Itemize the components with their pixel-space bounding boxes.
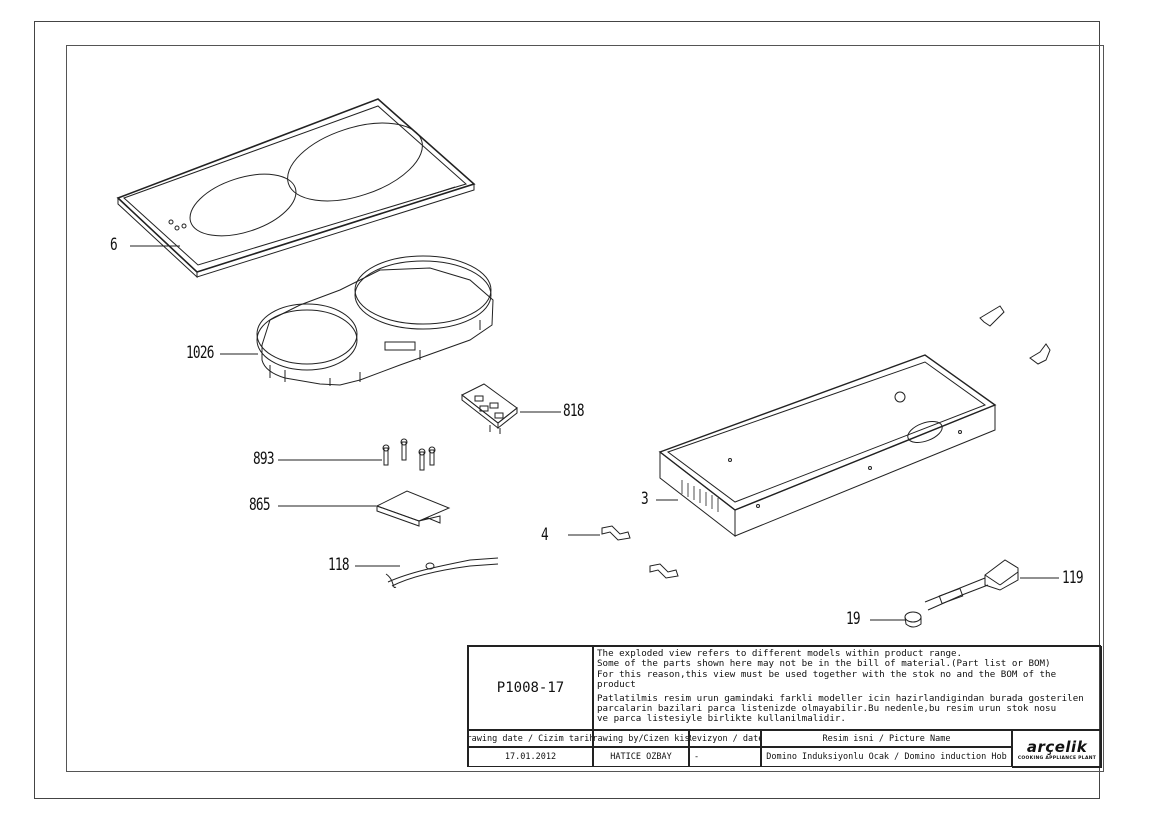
callout-1026: 1026 — [186, 343, 214, 363]
callout-19: 19 — [846, 609, 861, 629]
header-drawing-date: Drawing date / Cizim tarihi — [468, 730, 593, 747]
drawing-code: P1008-17 — [468, 646, 593, 730]
note-turkish: Patlatilmis resim urun gamindaki farkli … — [597, 692, 1084, 725]
part-1026-coil-assembly — [256, 255, 494, 386]
logo-subtitle: COOKING APPLIANCE PLANT — [1017, 755, 1097, 761]
value-picture-name: Domino Induksiyonlu Ocak / Domino induct… — [761, 747, 1012, 767]
logo-wordmark: arçelik — [1026, 737, 1088, 756]
part-19-grommet — [904, 611, 922, 628]
header-revision: Revizyon / date — [689, 730, 761, 747]
part-3-bottom-casing — [658, 354, 997, 538]
header-picture-name: Resim isni / Picture Name — [761, 730, 1012, 747]
arcelik-logo: arçelik COOKING APPLIANCE PLANT — [1012, 730, 1102, 768]
part-893-spacers — [382, 438, 436, 471]
part-118-cable — [385, 557, 499, 589]
header-drawing-by: Drawing by/Cizen kisi — [593, 730, 689, 747]
callout-3: 3 — [641, 489, 649, 509]
callout-893: 893 — [253, 449, 275, 469]
part-4-clips — [601, 305, 1051, 579]
callout-818: 818 — [563, 401, 585, 421]
part-6-glass-top — [116, 98, 476, 279]
disclaimer-notes: The exploded view refers to different mo… — [593, 646, 1102, 730]
part-818-control-board — [461, 383, 518, 434]
callout-119: 119 — [1062, 568, 1084, 588]
value-revision: - — [689, 747, 761, 767]
title-block: P1008-17 The exploded view refers to dif… — [467, 645, 1102, 768]
leader-lines — [130, 245, 1059, 621]
callout-6: 6 — [110, 235, 118, 255]
callout-118: 118 — [328, 555, 350, 575]
drawing-inner-frame — [66, 45, 1104, 772]
callout-4: 4 — [541, 525, 549, 545]
part-865-bracket — [375, 490, 451, 527]
value-drawing-date: 17.01.2012 — [468, 747, 593, 767]
value-drawing-by: HATICE OZBAY — [593, 747, 689, 767]
drawing-outer-frame — [34, 21, 1100, 799]
callout-865: 865 — [249, 495, 271, 515]
part-119-power-module — [924, 559, 1019, 611]
note-english: The exploded view refers to different mo… — [597, 648, 1057, 691]
